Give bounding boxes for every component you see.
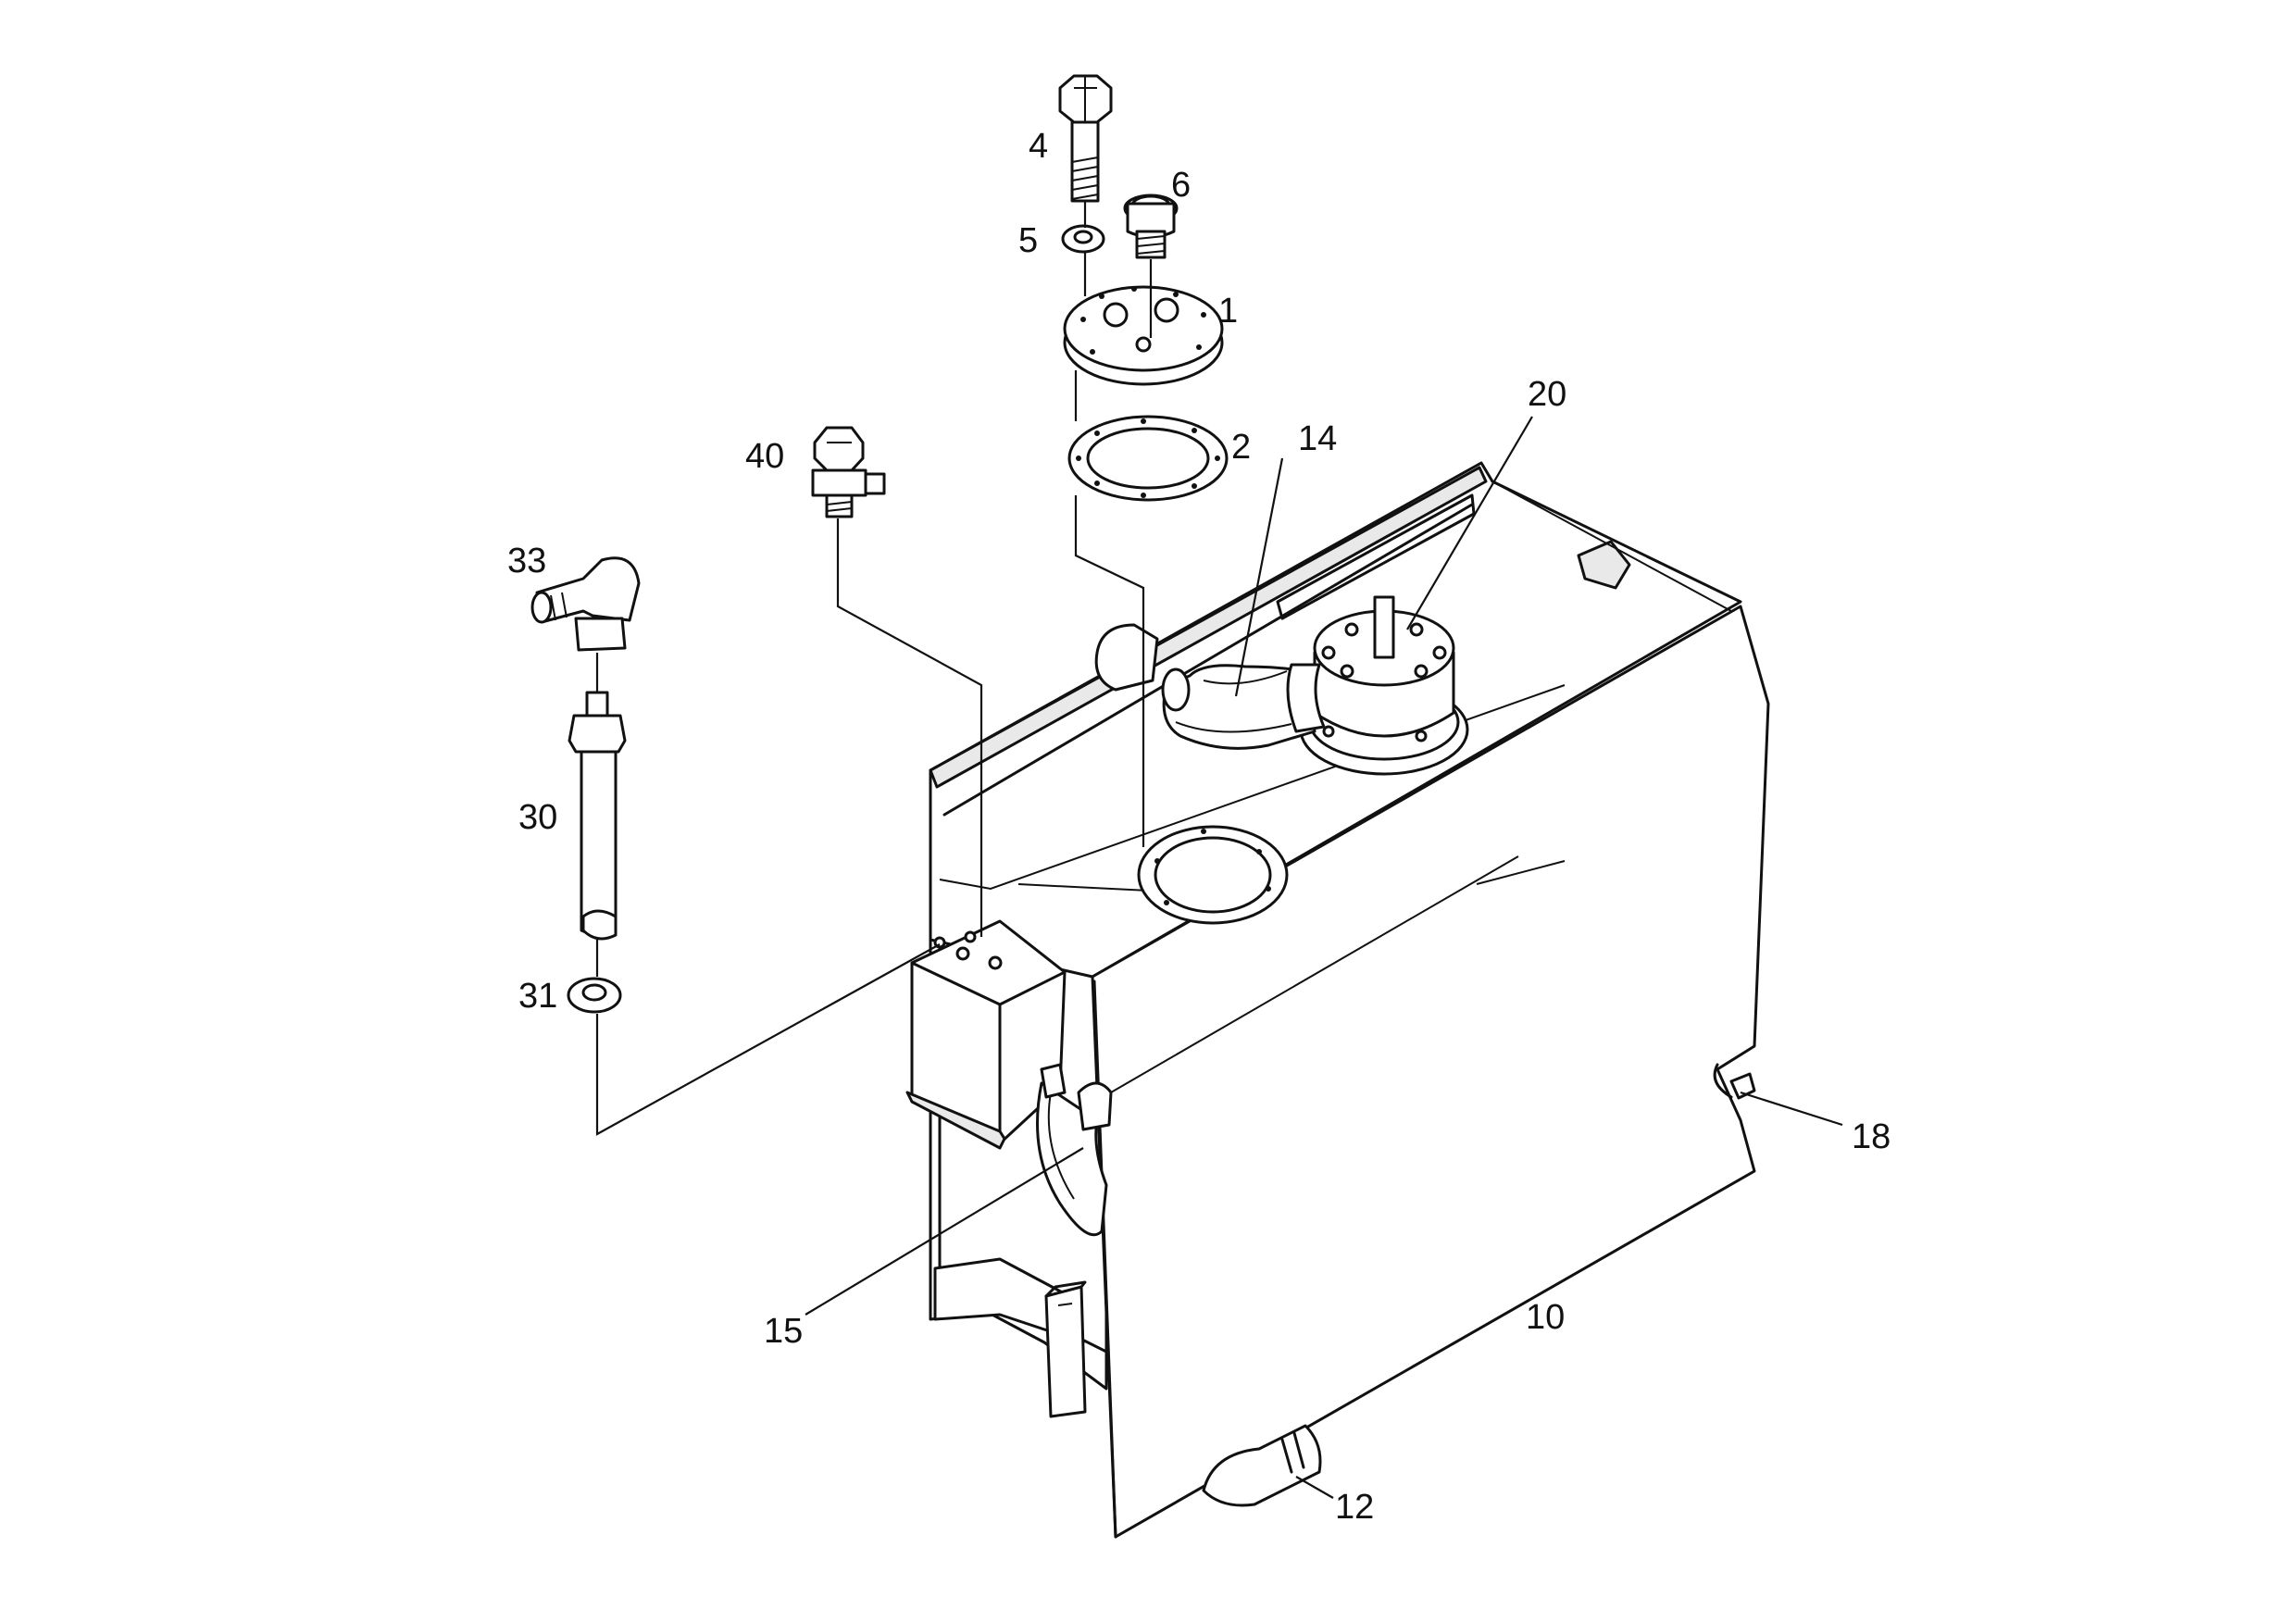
callout-12: 12 xyxy=(1335,1488,1374,1527)
filler-plug xyxy=(1123,193,1179,259)
callout-14: 14 xyxy=(1298,419,1337,458)
callout-40: 40 xyxy=(745,437,784,476)
callout-18: 18 xyxy=(1852,1117,1890,1156)
callout-5: 5 xyxy=(1018,221,1038,260)
callout-labels: 1 2 4 5 6 10 12 14 15 18 20 30 31 33 40 xyxy=(507,127,1890,1527)
callout-4: 4 xyxy=(1029,127,1048,166)
assembly-lines xyxy=(595,202,1153,1136)
callout-6: 6 xyxy=(1171,166,1191,205)
callout-33: 33 xyxy=(507,542,546,580)
filler-opening xyxy=(1137,825,1289,925)
suction-strainer xyxy=(1299,595,1469,776)
callout-20: 20 xyxy=(1528,375,1566,414)
hose-assembly xyxy=(568,691,627,941)
washer-5 xyxy=(1061,224,1105,254)
callout-2: 2 xyxy=(1231,428,1251,467)
washer-31 xyxy=(567,977,622,1014)
cover-plate xyxy=(1063,285,1224,386)
callout-10: 10 xyxy=(1526,1298,1565,1337)
callout-30: 30 xyxy=(518,798,557,837)
hex-bolt xyxy=(1058,74,1113,203)
callout-leaders xyxy=(805,416,1843,1499)
filter-housing xyxy=(905,919,1067,1150)
level-hose xyxy=(1036,1063,1113,1237)
gasket-ring xyxy=(1067,415,1229,502)
drain-plug xyxy=(1202,1424,1322,1507)
callout-31: 31 xyxy=(518,977,557,1016)
callout-1: 1 xyxy=(1218,292,1238,331)
breather-valve xyxy=(811,426,886,518)
callout-15: 15 xyxy=(764,1312,803,1351)
elbow-fitting xyxy=(530,556,641,652)
return-pipe xyxy=(1094,623,1326,750)
